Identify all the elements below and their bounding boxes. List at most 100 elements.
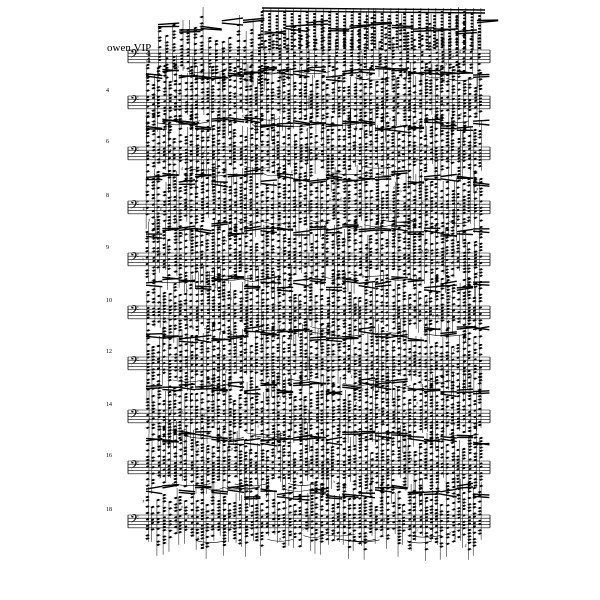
beam	[260, 179, 277, 183]
sharp-icon: ♯	[311, 156, 313, 162]
notehead	[257, 53, 261, 56]
sharp-icon: ♯	[208, 132, 210, 138]
notehead	[263, 59, 267, 62]
notehead	[477, 56, 481, 59]
notehead	[462, 60, 466, 63]
beam	[221, 17, 244, 22]
notehead	[206, 106, 210, 109]
notehead	[200, 57, 204, 60]
notehead	[435, 51, 439, 54]
notehead	[146, 105, 150, 108]
notehead	[180, 57, 184, 60]
notehead	[420, 60, 424, 63]
staff-system: 𝄢	[127, 459, 491, 475]
beam	[211, 76, 228, 80]
notehead	[455, 54, 459, 57]
notehead	[278, 50, 282, 53]
notehead	[321, 58, 325, 62]
notehead	[168, 96, 172, 100]
tie	[354, 77, 372, 80]
notehead	[314, 54, 318, 58]
sharp-icon: ♯	[183, 65, 185, 71]
notehead	[200, 51, 204, 54]
notehead	[343, 57, 346, 60]
notehead	[327, 58, 331, 61]
notehead	[299, 57, 303, 60]
notehead	[384, 58, 388, 62]
beam	[473, 119, 490, 122]
beam	[244, 172, 261, 175]
bass-clef-icon: 𝄢	[130, 94, 139, 110]
notehead	[228, 49, 232, 52]
notehead	[206, 100, 210, 103]
beam	[264, 30, 286, 35]
notehead	[263, 55, 267, 59]
notehead	[469, 50, 473, 53]
notehead	[363, 56, 367, 59]
sharp-icon: ♭	[366, 201, 368, 207]
beam	[306, 19, 329, 24]
notehead	[180, 60, 184, 64]
notehead	[343, 51, 346, 54]
beam	[309, 66, 326, 69]
notehead	[211, 104, 215, 107]
sharp-icon: ♯	[432, 44, 434, 50]
beam	[391, 69, 408, 72]
sharp-icon: ♯	[181, 232, 183, 238]
sharp-icon: ♯	[284, 94, 286, 100]
beam	[413, 29, 435, 33]
notehead	[157, 95, 161, 98]
sharp-icon: ♭	[229, 148, 231, 154]
notehead	[477, 53, 481, 56]
notehead	[469, 57, 473, 60]
notehead	[173, 95, 177, 99]
beam	[342, 121, 359, 125]
sharp-icon: ♯	[225, 67, 227, 73]
notehead	[441, 60, 445, 63]
beam	[200, 27, 222, 31]
staff-system: 𝄢	[127, 199, 491, 215]
beam	[157, 22, 180, 26]
notehead	[350, 54, 353, 58]
notehead	[370, 48, 374, 52]
sharp-icon: ♯	[475, 88, 477, 94]
beam	[328, 27, 350, 30]
sharp-icon: ♯	[322, 103, 324, 109]
notehead	[271, 53, 275, 56]
notehead	[428, 54, 432, 58]
notehead	[201, 100, 205, 104]
notehead	[378, 60, 382, 63]
bass-clef-icon: 𝄢	[130, 199, 139, 215]
chord-cluster: ♭♯♭♯♯♯♯♭♭♯♯♯♯♯♯♯♯♯♯♭♯♯♯♯♯♯♯	[145, 55, 490, 142]
beam	[391, 24, 414, 28]
sharp-icon: ♯	[404, 78, 406, 84]
notehead	[314, 61, 318, 64]
notehead	[462, 57, 466, 60]
sharp-icon: ♭	[170, 194, 172, 200]
notehead	[271, 59, 275, 62]
tie	[363, 224, 393, 228]
beam	[374, 175, 392, 179]
sharp-icon: ♯	[459, 49, 461, 55]
notehead	[228, 56, 232, 59]
notehead	[173, 105, 177, 108]
sharp-icon: ♭	[388, 138, 390, 144]
notehead	[157, 105, 161, 108]
sharp-icon: ♭	[459, 143, 461, 149]
sharp-icon: ♭	[400, 189, 402, 195]
sharp-icon: ♭	[448, 208, 450, 214]
sharp-icon: ♯	[360, 50, 362, 56]
staff-system: 𝄢	[127, 251, 491, 267]
notehead	[152, 103, 155, 106]
sharp-icon: ♯	[371, 142, 373, 148]
beam	[473, 73, 490, 76]
sharp-icon: ♯	[329, 198, 331, 204]
notehead	[462, 50, 466, 53]
notehead	[335, 51, 339, 54]
beam	[440, 72, 457, 75]
notehead	[172, 49, 176, 52]
notehead	[441, 50, 445, 53]
notehead	[293, 54, 296, 57]
sharp-icon: ♯	[476, 187, 478, 193]
beam	[358, 71, 376, 75]
